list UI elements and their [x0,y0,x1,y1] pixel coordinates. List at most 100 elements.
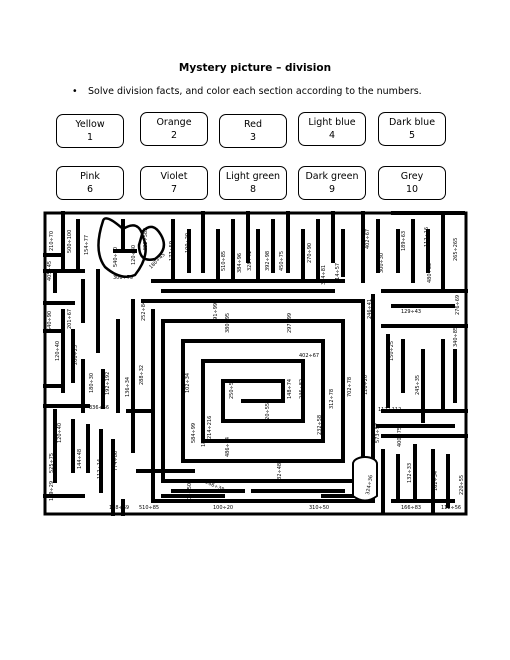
fact-label: 162÷54 [433,471,439,491]
mystery-picture-maze: 210÷70 500÷100 154÷77 482÷582 100÷20 250… [43,211,468,516]
fact-label: 136÷34 [125,377,131,397]
key-color-label: Red [243,119,263,130]
key-color-label: Grey [400,171,424,182]
fact-label: 486÷54 [225,437,231,457]
fact-label: 324÷36 [365,475,374,496]
fact-label: 324÷81 [321,265,327,285]
fact-label: 246÷82 [299,379,305,399]
key-number: 8 [249,184,257,195]
fact-label: 120÷40 [57,423,63,443]
fact-label: 245÷35 [415,375,421,395]
key-box-red: Red 3 [219,114,287,148]
fact-label: 270÷30 [151,359,157,379]
fact-label: 392÷98 [265,251,271,271]
fact-label: 270÷90 [307,243,313,263]
fact-label: 402÷67 [299,353,319,359]
fact-label: 265÷265 [453,238,459,261]
fact-label: 250÷51 [229,379,235,399]
maze-walls [43,211,468,516]
key-color-label: Light green [225,171,281,182]
key-number: 4 [328,130,336,141]
fact-label: 214÷216 [207,416,213,439]
key-box-light-blue: Light blue 4 [298,112,366,146]
fact-label: 540÷90 [113,247,119,267]
fact-label: 300÷75 [113,275,133,281]
fact-label: 276÷69 [455,295,461,315]
fact-label: 144÷48 [77,449,83,469]
fact-label: 336÷56 [89,405,109,411]
fact-label: 432÷48 [277,463,283,483]
instruction-text: Solve division facts, and color each sec… [88,86,422,97]
pot-shape [352,456,378,502]
key-color-label: Pink [80,171,100,182]
fact-label: 180÷45 [148,252,166,270]
fact-label: 180÷90 [201,427,207,447]
fact-label: 189÷63 [401,231,407,251]
fact-label: 312÷78 [329,389,335,409]
fact-label: 200÷25 [73,345,79,365]
fact-label: 380÷95 [225,313,231,333]
fact-label: 220÷55 [265,403,271,423]
fact-label: 510÷85 [139,505,159,511]
fact-label: 573÷97 [375,423,381,443]
fact-label: 891÷99 [213,303,219,323]
fact-label: 450÷75 [279,251,285,271]
fact-label: 210÷70 [49,231,55,251]
fact-label: 504÷504 [187,480,193,503]
key-color-label: Dark blue [388,117,436,128]
fact-label: 300÷30 [379,253,385,273]
fact-label: 138÷69 [109,505,129,511]
key-number: 10 [405,184,419,195]
fact-label: 400÷75 [397,427,403,447]
key-number: 2 [170,130,178,141]
fact-label: 154÷77 [84,235,90,255]
fact-label: 120÷40 [55,341,61,361]
bullet-icon: • [72,86,78,97]
fact-label: 150÷25 [389,341,395,361]
fact-label: 128÷64 [453,377,459,397]
key-color-label: Yellow [75,119,105,130]
fact-label: 112÷16 [424,227,430,247]
key-color-label: Violet [160,171,188,182]
fact-label: 232÷58 [317,415,323,435]
key-number: 7 [170,184,178,195]
fact-label: 402÷67 [365,229,371,249]
fact-label: 560÷80 [301,499,321,505]
fact-label: 540÷90 [47,311,53,331]
key-number: 9 [328,184,336,195]
key-color-label: Orange [156,117,192,128]
fact-label: 500÷100 [67,230,73,253]
fact-label: 129÷43 [401,309,421,315]
fact-label: 328÷41 [247,251,253,271]
fact-label: 166÷83 [401,505,421,511]
fact-label: 774÷86 [113,451,119,471]
fact-label: 297÷99 [287,313,293,333]
key-number: 5 [408,130,416,141]
fact-label: 112÷112 [378,407,401,413]
fact-label: 584÷99 [191,423,197,443]
key-color-label: Light blue [308,117,356,128]
fact-label: 482÷582 [143,228,149,251]
fact-label: 120÷30 [131,245,137,265]
key-box-yellow: Yellow 1 [56,114,124,148]
key-box-dark-green: Dark green 9 [298,166,366,200]
fact-label: 120÷20 [363,375,369,395]
instruction: • Solve division facts, and color each se… [72,86,422,97]
page-title: Mystery picture – division [178,62,332,74]
fact-label: 132÷33 [407,463,413,483]
maze-fact-labels: 210÷70 500÷100 154÷77 482÷582 100÷20 250… [47,227,465,511]
fact-label: 384÷96 [237,253,243,273]
fact-label: 100÷20 [213,505,233,511]
fact-label: 119÷29 [49,481,55,501]
key-number: 6 [86,184,94,195]
key-box-light-green: Light green 8 [219,166,287,200]
fact-label: 510÷85 [221,251,227,271]
key-box-pink: Pink 6 [56,166,124,200]
fact-label: 112÷56 [441,505,461,511]
fact-label: 114÷57 [335,263,341,283]
fact-label: 250÷50 [201,235,207,255]
fact-label: 192÷192 [105,372,111,395]
key-box-violet: Violet 7 [140,166,208,200]
key-number: 3 [249,132,257,143]
fact-label: 310÷50 [309,505,329,511]
